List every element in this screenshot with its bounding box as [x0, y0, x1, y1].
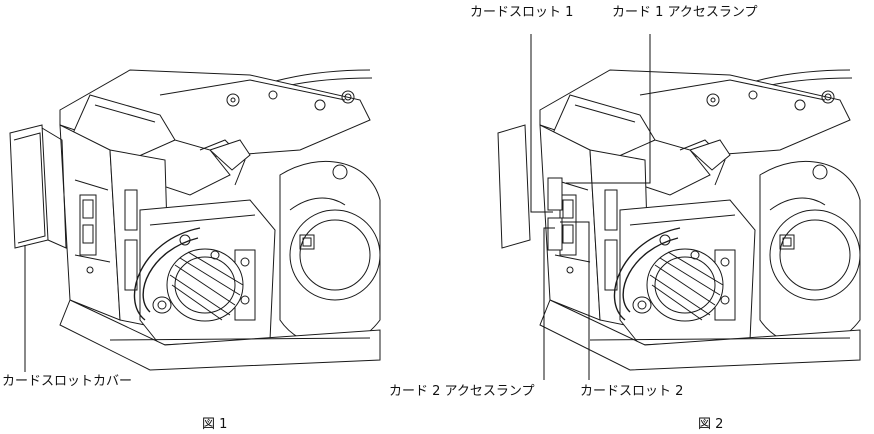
callout-card-slot-1: カードスロット 1: [470, 5, 574, 20]
callout-card-1-access-lamp: カード 1 アクセスランプ: [612, 5, 758, 20]
callout-card-2-access-lamp: カード 2 アクセスランプ: [389, 384, 535, 399]
callout-card-slot-2: カードスロット 2: [580, 384, 684, 399]
caption-figure-2: 図 2: [698, 417, 724, 432]
callout-card-slot-cover: カードスロットカバー: [2, 374, 133, 389]
figure-1-illustration: [9, 69, 381, 372]
figure-2-illustration: [497, 34, 861, 380]
caption-figure-1: 図 1: [202, 417, 228, 432]
